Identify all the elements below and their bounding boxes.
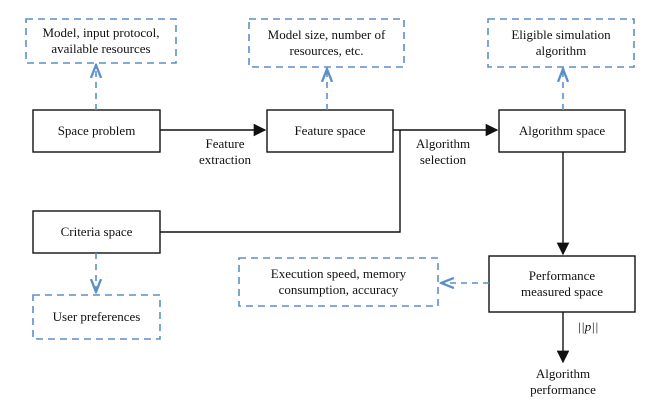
note-criteria-box	[32, 294, 161, 340]
note-performance-box	[238, 257, 439, 307]
performance-space-box	[488, 255, 636, 313]
note-algorithm-label: Eligible simulation algorithm	[511, 27, 611, 58]
algorithm-space-label: Algorithm space	[518, 123, 606, 138]
output-algorithm-performance: Algorithm performance	[530, 366, 596, 397]
feature-space-label: Feature space	[294, 123, 366, 138]
note-performance-label: Execution speed, memory consumption, acc…	[270, 266, 407, 297]
space-problem-label: Space problem	[57, 123, 136, 138]
edge-label-feature-extraction: Feature extraction	[199, 136, 251, 167]
note-feature-label: Model size, number of resources, etc.	[267, 27, 386, 58]
note-criteria-label: User preferences	[52, 309, 141, 324]
note-problem-label: Model, input protocol, available resourc…	[42, 25, 160, 56]
note-feature-box	[248, 18, 405, 68]
edge-label-algorithm-selection: Algorithm selection	[415, 136, 471, 167]
edge-label-norm: ||p||	[577, 319, 599, 334]
algorithm-space-box	[498, 109, 626, 153]
space-problem-box	[32, 109, 161, 153]
feature-space-box	[266, 109, 394, 153]
note-problem-box	[25, 18, 177, 64]
performance-space-label: Performance measured space	[521, 268, 603, 299]
note-algorithm-box	[487, 18, 635, 68]
connector-criteria-to-selection	[160, 130, 401, 233]
criteria-space-label: Criteria space	[60, 224, 133, 239]
